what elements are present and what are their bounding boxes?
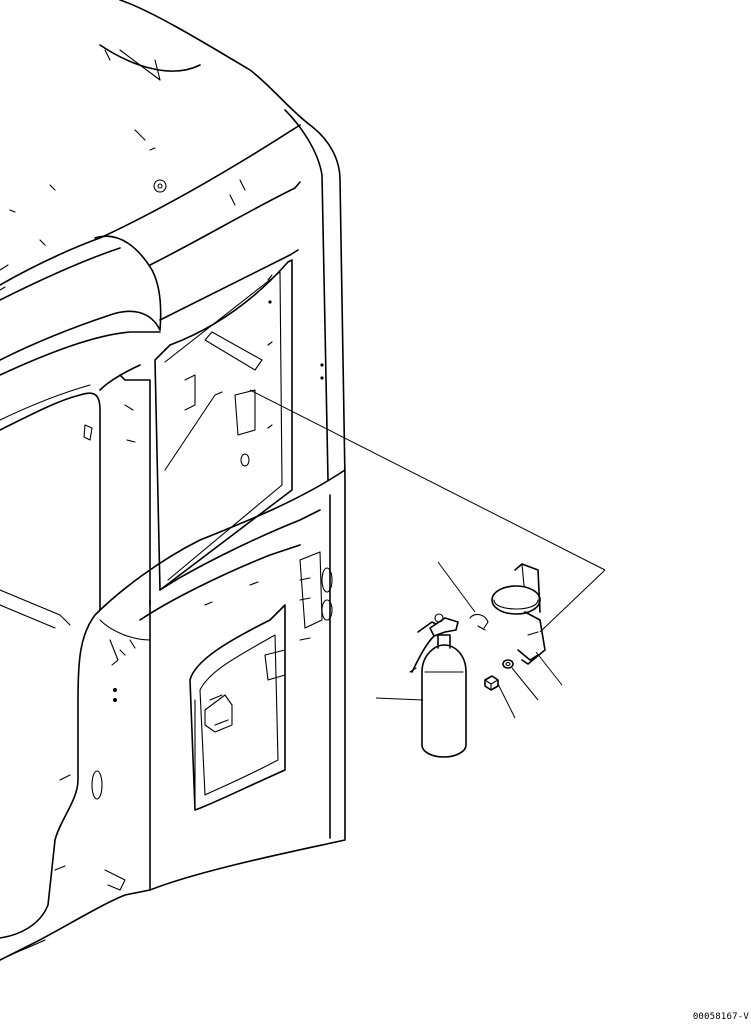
drawing-number: 00058167-V bbox=[692, 1012, 749, 1022]
fire-extinguisher bbox=[409, 613, 489, 758]
leader-lines bbox=[249, 389, 606, 719]
machine-cab-body bbox=[0, 0, 346, 961]
extinguisher-bracket bbox=[491, 563, 546, 665]
bracket-washer bbox=[502, 659, 514, 669]
bracket-bolt bbox=[484, 675, 499, 691]
